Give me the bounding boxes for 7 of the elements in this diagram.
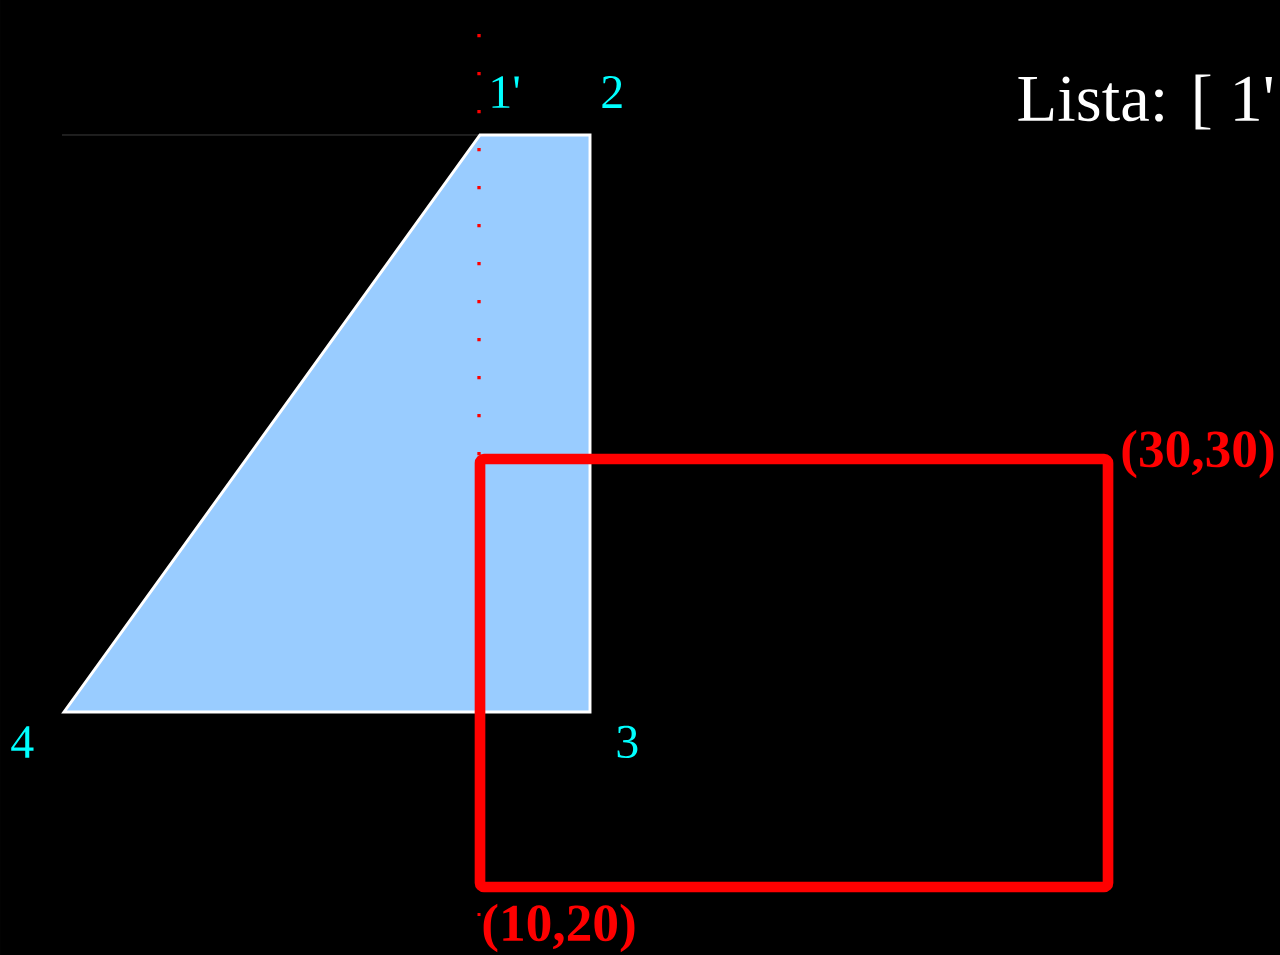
list-text: Lista: [ 1' bbox=[1018, 74, 1272, 130]
vertex-label: 2 bbox=[602, 76, 622, 108]
vertex-label: 3 bbox=[617, 725, 638, 759]
coordinate-label: (10,20) bbox=[483, 903, 635, 953]
coordinate-label: (30,30) bbox=[1122, 429, 1274, 479]
vertex-label: 4 bbox=[11, 726, 34, 758]
vertex-label: 1' bbox=[492, 76, 519, 108]
